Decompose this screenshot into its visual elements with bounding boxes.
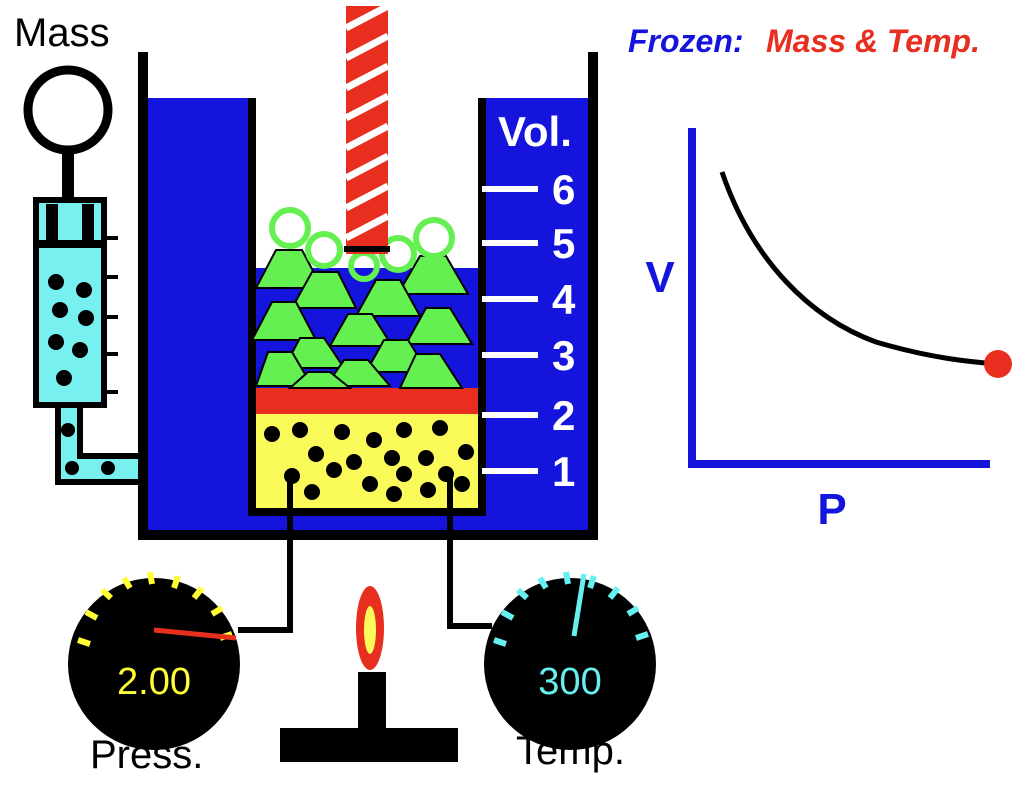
frozen-value: Mass & Temp. <box>766 23 980 59</box>
pressure-value: 2.00 <box>117 661 191 703</box>
temperature-label: Temp. <box>516 729 625 773</box>
volume-scale-title: Vol. <box>498 108 572 155</box>
vol-mark-4: 4 <box>552 276 576 323</box>
pressure-gauge: 2.00 <box>68 571 240 750</box>
temperature-needle <box>571 573 587 637</box>
graph-x-label: P <box>817 485 846 534</box>
heat-rod <box>344 2 390 254</box>
burner <box>280 586 458 762</box>
temperature-value: 300 <box>538 661 601 703</box>
weights-stack <box>250 249 474 389</box>
gas-sample <box>256 414 478 508</box>
frozen-label: Frozen: <box>628 23 744 59</box>
vol-mark-6: 6 <box>552 166 575 213</box>
mass-label: Mass <box>14 11 110 55</box>
vol-mark-2: 2 <box>552 392 575 439</box>
vol-mark-5: 5 <box>552 220 575 267</box>
volume-scale: Vol. 6 5 4 3 2 1 <box>482 108 576 495</box>
pressure-needle <box>153 627 237 641</box>
vol-mark-1: 1 <box>552 448 575 495</box>
pressure-label: Press. <box>90 733 203 777</box>
mass-ring-icon <box>23 65 113 155</box>
graph-y-axis <box>688 128 696 468</box>
pv-graph: V P <box>645 128 1012 534</box>
graph-y-label: V <box>645 253 675 302</box>
isotherm-curve <box>719 171 999 367</box>
piston <box>256 388 478 414</box>
graph-x-axis <box>688 460 990 468</box>
vol-mark-3: 3 <box>552 332 575 379</box>
state-point <box>984 350 1012 378</box>
temperature-gauge: 300 <box>484 571 656 750</box>
